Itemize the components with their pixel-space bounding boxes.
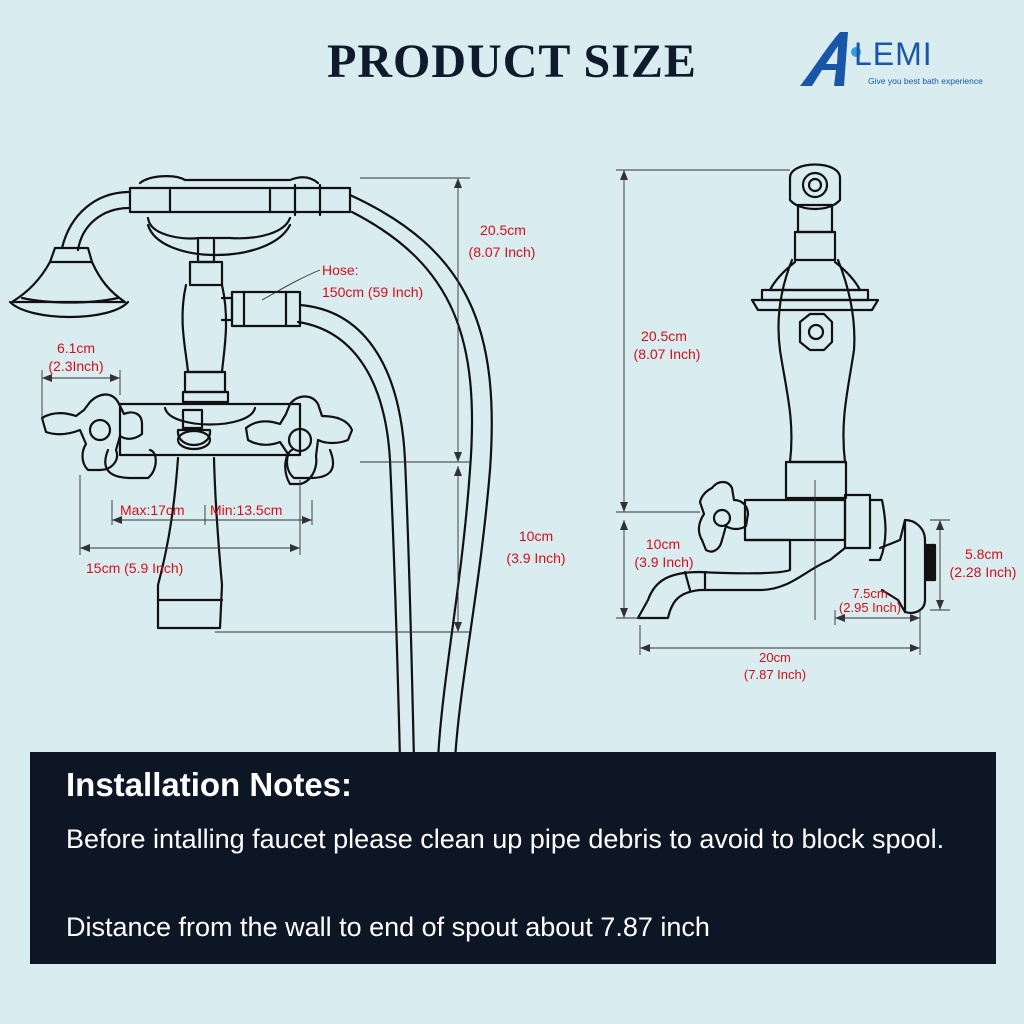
hose-length-label: 150cm (59 Inch)	[322, 284, 424, 300]
cross-handle-right	[244, 395, 354, 486]
reach-length-in: (7.87 Inch)	[743, 667, 807, 682]
dimension-lines	[41, 169, 950, 655]
faucet-body-front	[104, 283, 335, 630]
front-lower-height-in: (3.9 Inch)	[506, 550, 566, 566]
hand-shower	[8, 175, 352, 319]
cross-handle-left	[40, 393, 144, 472]
spacing-max-label: Max:17cm	[120, 502, 185, 518]
front-upper-height-cm: 20.5cm	[480, 222, 526, 238]
cradle-post	[188, 238, 224, 287]
brand-name: LEMI	[854, 36, 933, 72]
notes-heading: Installation Notes:	[66, 766, 353, 803]
brand-logo-mark-icon	[800, 32, 861, 86]
inlet-length-cm: 7.5cm	[852, 586, 888, 601]
side-lower-height-in: (3.9 Inch)	[634, 554, 694, 570]
hose-label: Hose:	[322, 262, 359, 278]
flange-height-cm: 5.8cm	[964, 546, 1004, 562]
reach-length-cm: 20cm	[759, 650, 791, 665]
side-upper-height-in: (8.07 Inch)	[633, 346, 701, 362]
flange-height-in: (2.28 Inch)	[949, 564, 1017, 580]
installation-notes-panel: Installation Notes: Before intalling fau…	[30, 752, 996, 964]
side-upper-height-cm: 20.5cm	[641, 328, 687, 344]
handle-width-cm: 6.1cm	[56, 340, 96, 356]
inlet-length-in: (2.95 Inch)	[838, 600, 902, 615]
shower-hose	[296, 193, 493, 762]
spacing-min-label: Min:13.5cm	[210, 502, 283, 518]
handle-width-in: (2.3Inch)	[48, 358, 104, 374]
dimension-arrows	[42, 170, 944, 652]
front-upper-height-in: (8.07 Inch)	[468, 244, 536, 260]
page-title: PRODUCT SIZE	[327, 35, 697, 88]
notes-line-1: Before intalling faucet please clean up …	[66, 824, 945, 854]
brand-tagline: Give you best bath experience	[868, 76, 983, 86]
side-lower-height-cm: 10cm	[645, 536, 681, 552]
front-lower-height-cm: 10cm	[518, 528, 554, 544]
front-width-label: 15cm (5.9 Inch)	[86, 560, 184, 576]
brand-logo: LEMI Give you best bath experience	[796, 28, 996, 92]
faucet-body-side	[636, 163, 937, 620]
notes-line-2: Distance from the wall to end of spout a…	[66, 912, 710, 942]
